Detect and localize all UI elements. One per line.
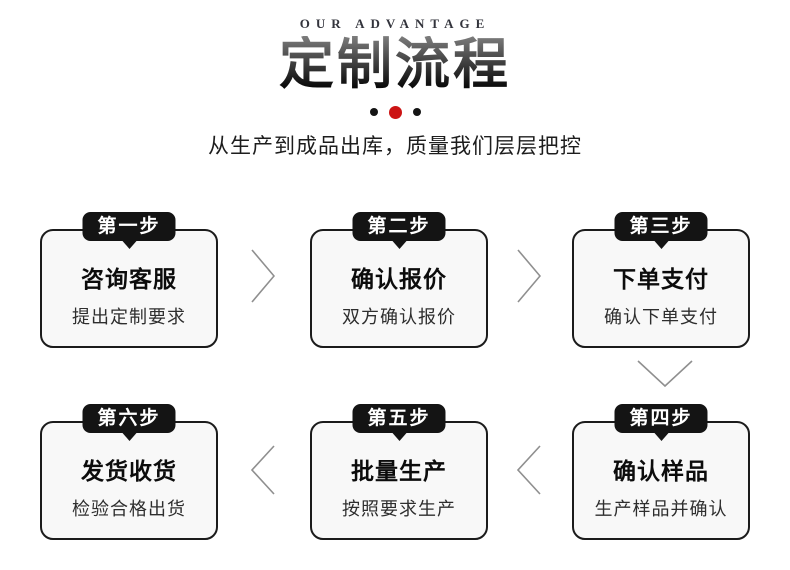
- step-card-5: 第五步 批量生产 按照要求生产: [310, 404, 488, 540]
- step-desc: 提出定制要求: [72, 307, 186, 327]
- step-card-2: 第二步 确认报价 双方确认报价: [310, 212, 488, 348]
- step-card-3: 第三步 下单支付 确认下单支付: [572, 212, 750, 348]
- step-badge: 第三步: [614, 212, 708, 249]
- dot-red-center: [388, 105, 402, 119]
- step-badge-label: 第四步: [629, 408, 693, 429]
- step-desc: 确认下单支付: [604, 307, 718, 327]
- step-badge-label: 第六步: [97, 408, 161, 429]
- eyebrow-text: OUR ADVANTAGE: [299, 16, 491, 31]
- step-card-4: 第四步 确认样品 生产样品并确认: [572, 404, 750, 540]
- section-header: OUR ADVANTAGE 定制流程 从生产到成品出库，质量我们层层把控: [0, 16, 790, 160]
- step-badge: 第二步: [352, 212, 446, 249]
- chevron-right-icon: [517, 249, 541, 303]
- step-title: 确认报价: [351, 266, 447, 292]
- step-badge: 第一步: [82, 212, 176, 249]
- page-title: 定制流程: [0, 36, 790, 94]
- step-card-6: 第六步 发货收货 检验合格出货: [40, 404, 218, 540]
- step-title: 下单支付: [613, 266, 709, 292]
- step-badge-label: 第一步: [97, 216, 161, 237]
- step-desc: 检验合格出货: [72, 499, 186, 519]
- badge-tail: [391, 433, 406, 441]
- step-badge: 第六步: [82, 404, 176, 441]
- section-subtitle: 从生产到成品出库，质量我们层层把控: [208, 134, 582, 158]
- badge-tail: [391, 241, 406, 249]
- step-badge: 第四步: [614, 404, 708, 441]
- chevron-down-icon: [637, 360, 693, 388]
- dot-black-left: [369, 108, 378, 117]
- chevron-right-icon: [251, 249, 275, 303]
- step-badge-label: 第五步: [367, 408, 431, 429]
- step-badge-label: 第二步: [367, 216, 431, 237]
- step-badge-label: 第三步: [629, 216, 693, 237]
- step-badge: 第五步: [352, 404, 446, 441]
- step-title: 发货收货: [81, 458, 177, 484]
- step-desc: 按照要求生产: [342, 499, 456, 519]
- step-desc: 生产样品并确认: [594, 499, 728, 519]
- badge-tail: [121, 241, 136, 249]
- dot-black-right: [412, 108, 421, 117]
- badge-tail: [653, 241, 668, 249]
- step-card-1: 第一步 咨询客服 提出定制要求: [40, 212, 218, 348]
- badge-tail: [653, 433, 668, 441]
- step-title: 确认样品: [613, 458, 709, 484]
- step-title: 咨询客服: [81, 266, 177, 292]
- step-title: 批量生产: [351, 458, 447, 484]
- step-desc: 双方确认报价: [342, 307, 456, 327]
- badge-tail: [121, 433, 136, 441]
- divider-dots: [0, 105, 790, 119]
- chevron-left-icon: [251, 445, 275, 495]
- chevron-left-icon: [517, 445, 541, 495]
